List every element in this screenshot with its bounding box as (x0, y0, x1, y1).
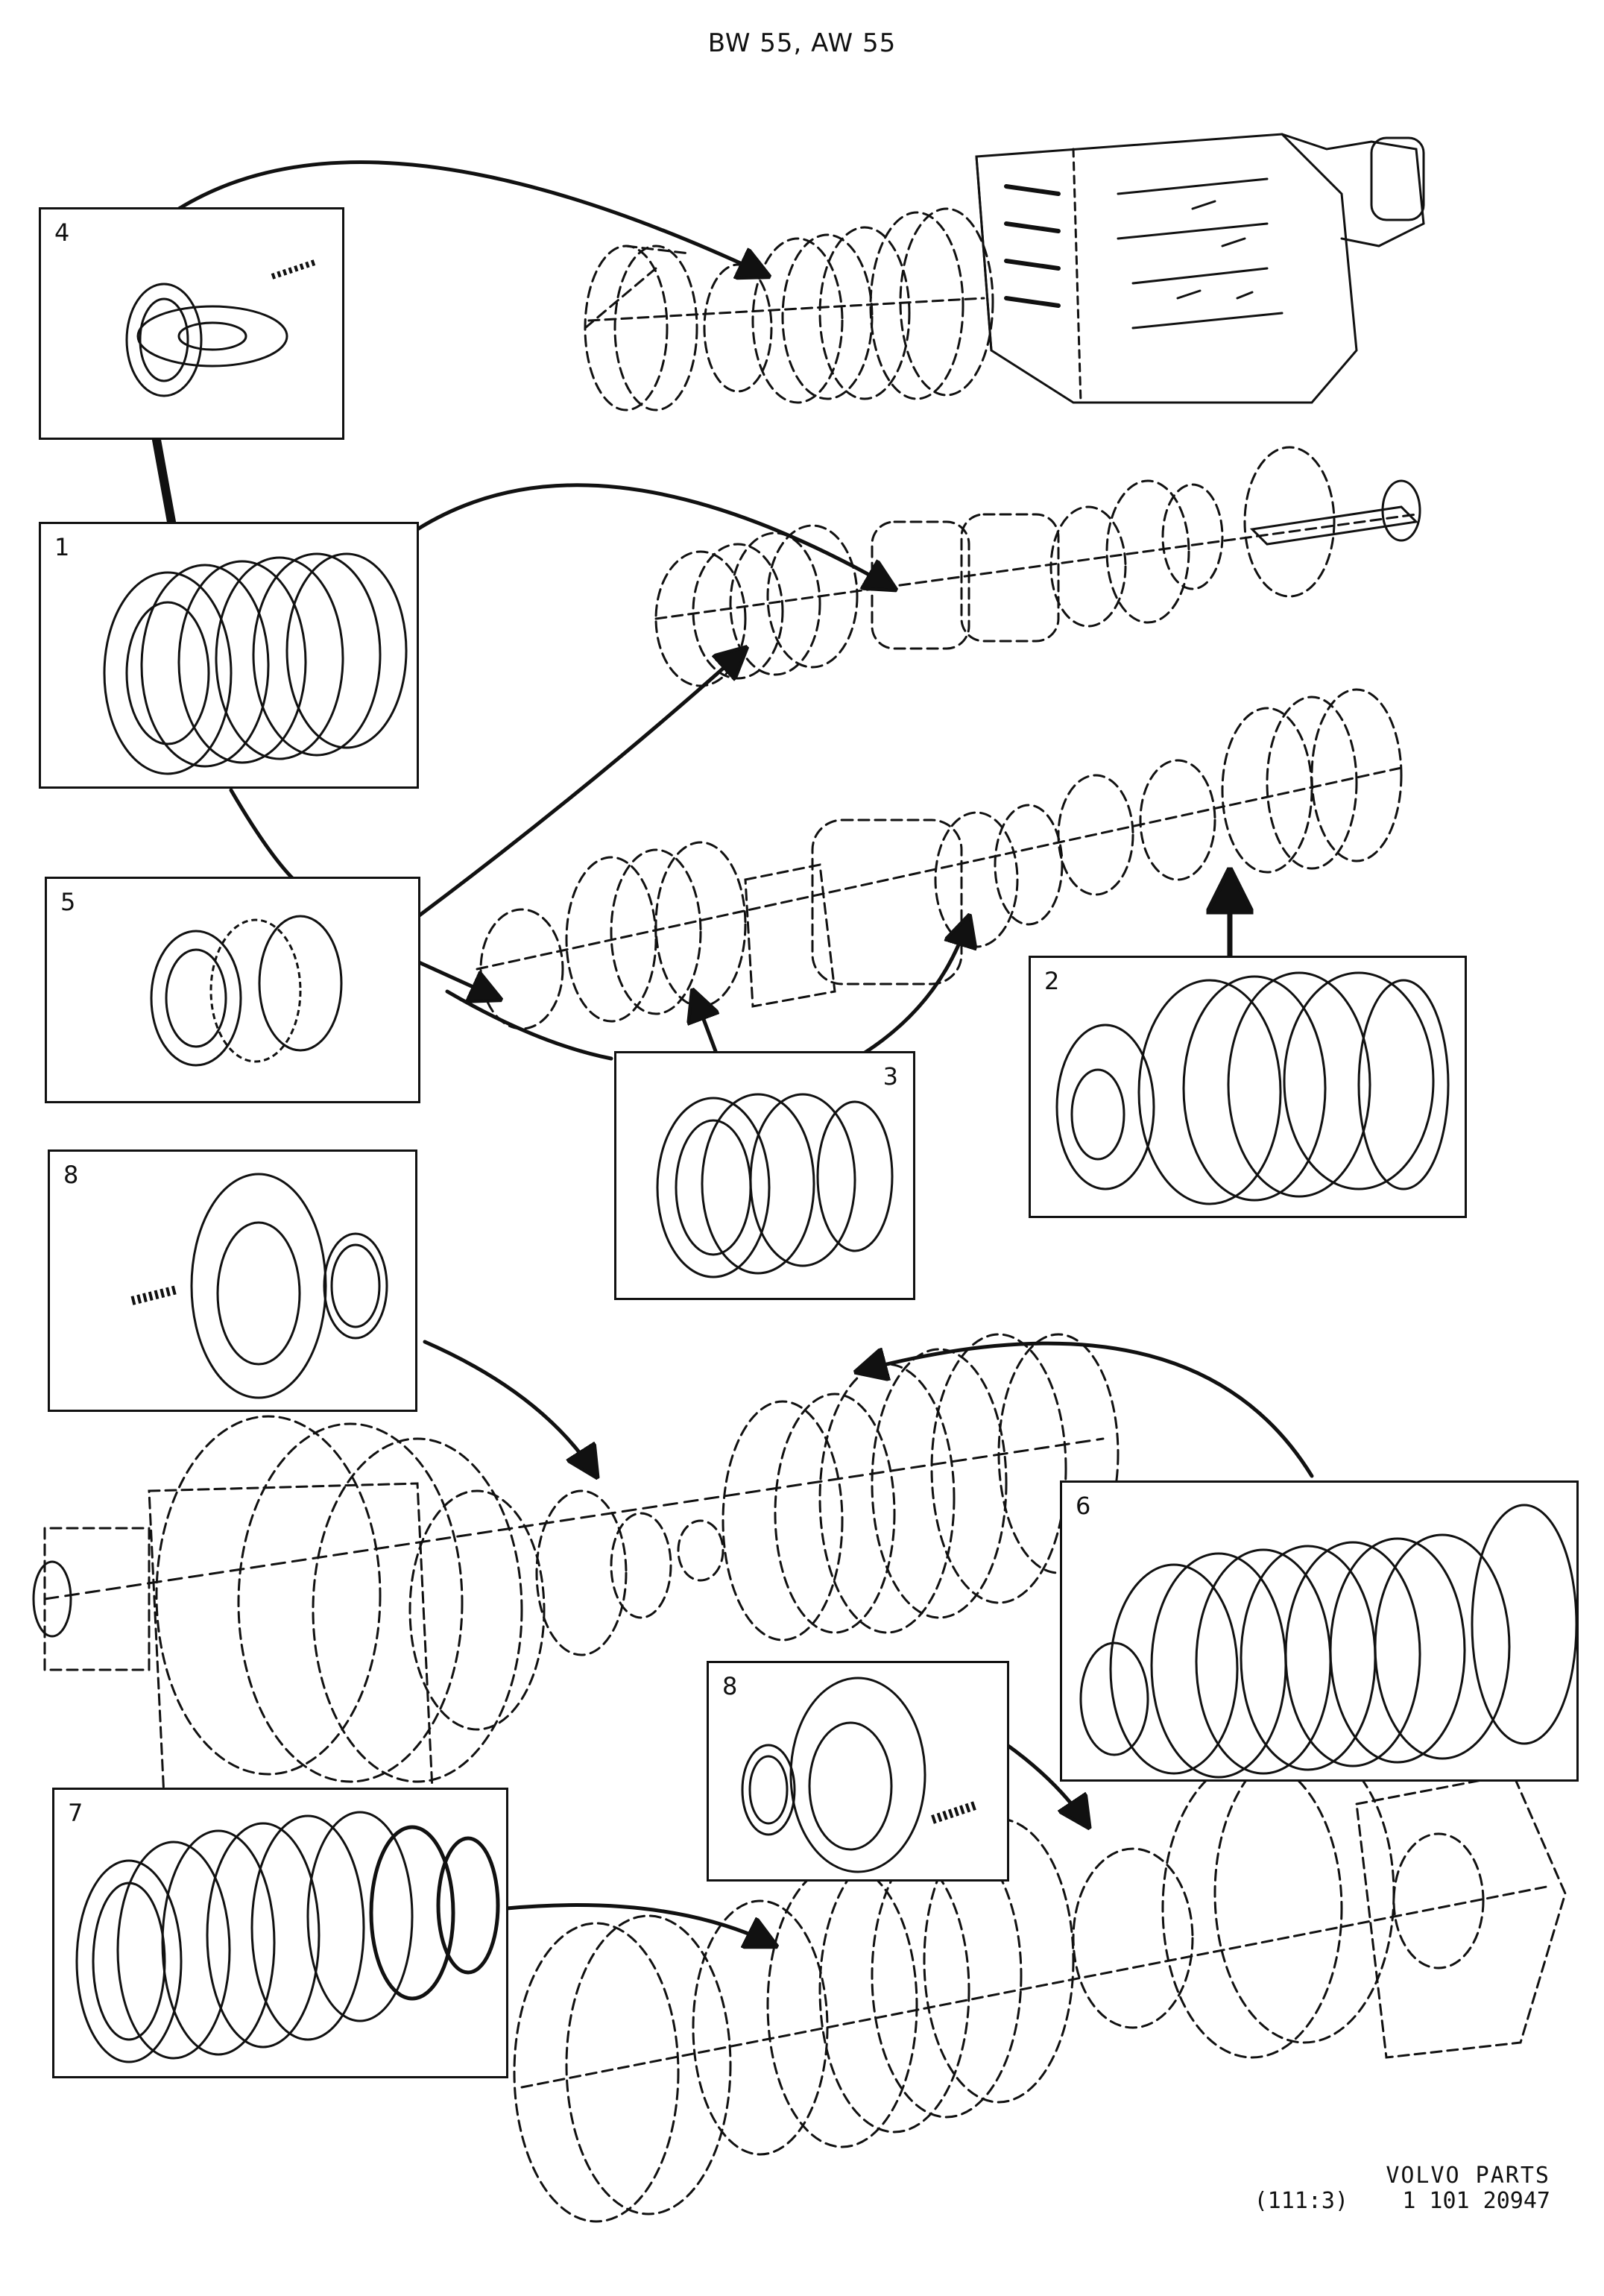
bottom-drum-assembly (513, 1743, 1567, 2223)
callout-box-5: 5 (45, 877, 420, 1103)
brand-label: VOLVO PARTS (1386, 2163, 1550, 2189)
main-shaft-assembly (654, 446, 1418, 687)
callout-box-2: 2 (1029, 956, 1467, 1218)
callout-number-8-lower: 8 (722, 1672, 738, 1700)
bearing-part-icon (150, 915, 343, 1067)
clutch-disc-set-part-icon (75, 1811, 500, 2063)
callout-box-6: 6 (1060, 1480, 1579, 1782)
transmission-housing (975, 133, 1425, 404)
seal-ring-part-icon (125, 259, 318, 397)
callout-box-3: 3 (614, 1051, 915, 1300)
callout-number-5: 5 (60, 888, 76, 916)
callout-number-6: 6 (1076, 1492, 1091, 1520)
callout-box-4: 4 (39, 207, 344, 440)
callout-box-8-upper: 8 (48, 1149, 417, 1412)
top-clutch-pack (584, 207, 994, 411)
parts-catalog-footer: VOLVO PARTS (111:3) 1 101 20947 (1254, 2163, 1550, 2214)
clutch-pack-part-icon (1079, 1504, 1578, 1779)
callout-box-8-lower: 8 (707, 1661, 1009, 1882)
clutch-plates-part-icon (103, 552, 408, 775)
callout-number-8-upper: 8 (63, 1161, 79, 1189)
part-number: 1 101 20947 (1402, 2188, 1550, 2214)
part-reference: (111:3) 1 101 20947 (1254, 2189, 1550, 2214)
piston-part-icon (741, 1677, 979, 1873)
callout-number-7: 7 (68, 1799, 83, 1827)
callout-number-3: 3 (882, 1062, 898, 1091)
lower-drum-assembly (32, 1333, 1120, 1798)
diagram-title: BW 55, AW 55 (707, 28, 897, 58)
callout-number-4: 4 (54, 218, 70, 247)
callout-number-1: 1 (54, 533, 70, 561)
drum-part-icon (656, 1093, 894, 1278)
callout-box-1: 1 (39, 522, 419, 789)
clutch-drum-part-icon (1055, 971, 1450, 1205)
callout-number-2: 2 (1044, 967, 1060, 995)
callout-box-7: 7 (52, 1788, 508, 2078)
piston-part-icon (130, 1173, 388, 1399)
group-code: (111:3) (1254, 2188, 1349, 2214)
